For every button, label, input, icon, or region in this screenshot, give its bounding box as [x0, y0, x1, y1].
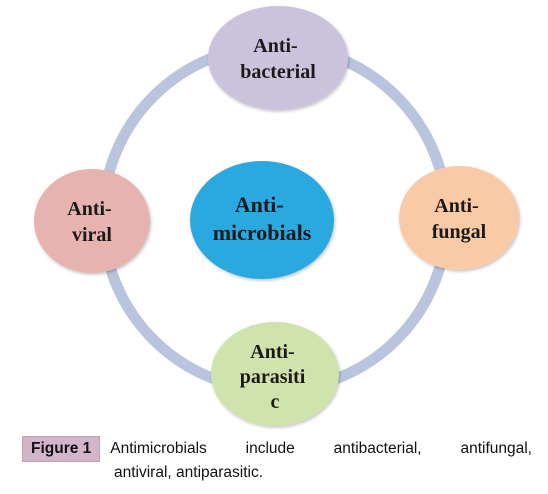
figure-caption-line-1: Figure 1 Antimicrobials include antibacte… — [22, 436, 532, 462]
node-antiparasitic: Anti- parasiti c — [211, 322, 339, 426]
node-antiparasitic-label: Anti- parasiti c — [240, 341, 311, 413]
figure-caption-text-1: Antimicrobials include antibacterial, an… — [110, 440, 532, 457]
center-node-shape — [190, 161, 334, 279]
node-antifungal-shape — [399, 166, 519, 270]
center-node-label-line-2: microbials — [213, 220, 312, 245]
center-node-label-line-1: Anti- — [235, 192, 284, 217]
figure-label: Figure 1 — [22, 436, 101, 462]
node-antibacterial-label: Anti- bacterial — [240, 35, 316, 83]
node-antibacterial-label-line-2: bacterial — [240, 61, 316, 83]
node-antiviral-label-line-1: Anti- — [67, 198, 111, 220]
node-antiparasitic-shape — [211, 322, 339, 426]
node-antibacterial: Anti- bacterial — [208, 6, 348, 110]
node-antifungal-label: Anti- fungal — [432, 195, 487, 243]
center-node: Anti- microbials — [190, 161, 334, 279]
figure-caption-text-2: antiviral, antiparasitic. — [114, 464, 264, 481]
node-antiviral-label-line-2: viral — [72, 224, 112, 246]
node-antibacterial-label-line-1: Anti- — [253, 35, 297, 57]
node-antiparasitic-label-line-2: parasiti — [240, 366, 306, 388]
node-antifungal: Anti- fungal — [399, 166, 519, 270]
node-antiparasitic-label-line-1: Anti- — [250, 341, 294, 363]
antimicrobials-cycle-diagram: Anti- microbials Anti- bacterial Anti- f… — [34, 6, 519, 426]
node-antifungal-label-line-1: Anti- — [434, 195, 478, 217]
center-node-label: Anti- microbials — [213, 192, 312, 245]
node-antiviral: Anti- viral — [34, 169, 150, 273]
node-antifungal-label-line-2: fungal — [432, 221, 487, 243]
figure-caption: Figure 1 Antimicrobials include antibacte… — [22, 436, 532, 484]
node-antiviral-shape — [34, 169, 150, 273]
node-antiviral-label: Anti- viral — [67, 198, 116, 246]
node-antiparasitic-label-line-3: c — [271, 391, 280, 413]
node-antibacterial-shape — [208, 6, 348, 110]
